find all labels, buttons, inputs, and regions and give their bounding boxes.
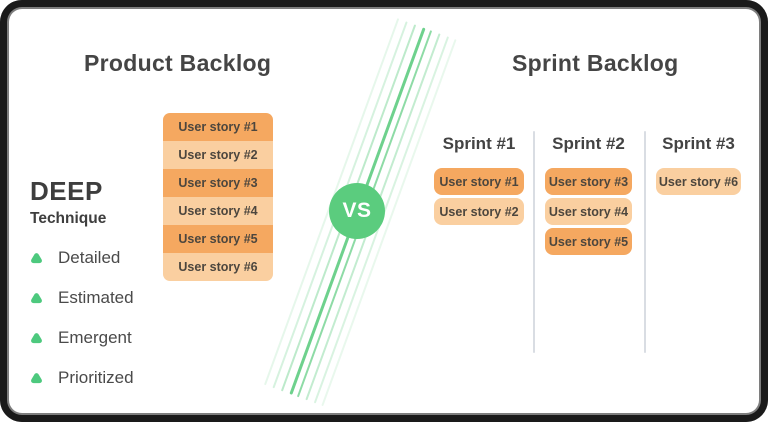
deep-item-label: Detailed xyxy=(58,248,121,267)
deep-item: Detailed xyxy=(30,238,134,278)
sprint-column-header: Sprint #2 xyxy=(552,134,625,153)
sprint-story-card: User story #5 xyxy=(545,228,632,255)
sprint-card-list: User story #6 xyxy=(656,168,741,195)
deep-title: DEEP xyxy=(30,176,103,206)
sprint-story-card: User story #3 xyxy=(545,168,632,195)
sprint-column-header: Sprint #3 xyxy=(662,134,735,153)
deep-item: Prioritized xyxy=(30,358,134,398)
rounded-triangle-icon xyxy=(30,372,43,384)
sprint-story-card: User story #2 xyxy=(434,198,524,225)
rounded-triangle-icon xyxy=(30,252,43,264)
product-backlog-item: User story #3 xyxy=(163,169,273,197)
rounded-triangle-icon xyxy=(30,332,43,344)
sprint-card-list: User story #3 User story #4 User story #5 xyxy=(545,168,632,255)
deep-item: Estimated xyxy=(30,278,134,318)
vs-badge: VS xyxy=(329,183,385,239)
rounded-triangle-icon xyxy=(30,292,43,304)
product-backlog-item: User story #2 xyxy=(163,141,273,169)
deep-technique-block: DEEP Technique xyxy=(30,176,106,228)
sprint-backlog-title: Sprint Backlog xyxy=(512,50,679,76)
product-backlog-item: User story #1 xyxy=(163,113,273,141)
deep-subtitle: Technique xyxy=(30,210,107,227)
sprint-story-card: User story #6 xyxy=(656,168,741,195)
product-backlog-item: User story #6 xyxy=(163,253,273,281)
deep-item-label: Prioritized xyxy=(58,368,134,387)
sprint-column-header: Sprint #1 xyxy=(442,134,516,153)
sprint-story-card: User story #1 xyxy=(434,168,524,195)
vs-label: VS xyxy=(342,199,372,222)
product-backlog-item: User story #4 xyxy=(163,197,273,225)
deep-item-label: Emergent xyxy=(58,328,132,347)
sprint-divider xyxy=(644,131,646,353)
sprint-column: Sprint #1 User story #1 User story #2 xyxy=(434,134,524,225)
product-backlog-item: User story #5 xyxy=(163,225,273,253)
product-backlog-title: Product Backlog xyxy=(84,50,272,76)
sprint-story-card: User story #4 xyxy=(545,198,632,225)
sprint-column: Sprint #3 User story #6 xyxy=(656,134,741,195)
sprint-card-list: User story #1 User story #2 xyxy=(434,168,524,225)
sprint-divider xyxy=(533,131,535,353)
deep-item: Emergent xyxy=(30,318,134,358)
deep-item-label: Estimated xyxy=(58,288,134,307)
